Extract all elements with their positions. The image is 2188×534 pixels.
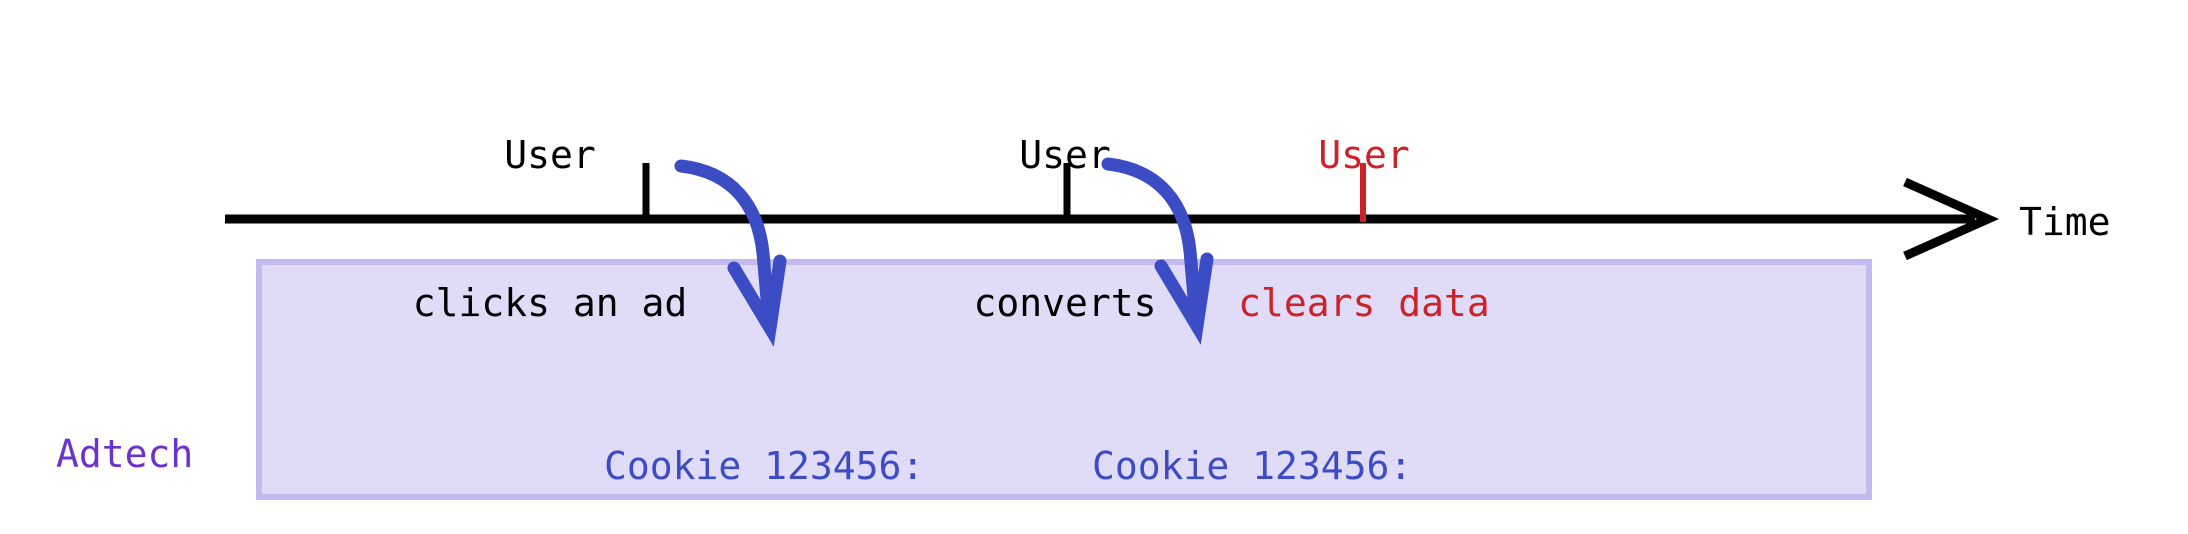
server-record-ad-clicked: Cookie 123456: Ad clicked <box>604 341 924 534</box>
arrow-convert-to-record <box>1101 157 1203 327</box>
event-label-line2: clicks an ad <box>412 280 688 325</box>
server-record-line1: Cookie 123456: <box>1092 444 1413 489</box>
event-label-user-clicks-an-ad: User clicks an ad <box>340 32 760 427</box>
timeline-arrowhead-icon <box>1903 177 2000 261</box>
event-label-user-converts: User converts <box>880 32 1250 427</box>
adtech-server-box <box>256 259 1872 500</box>
server-record-converted: Cookie 123456: Converted <box>1092 341 1412 534</box>
server-record-line1: Cookie 123456: <box>604 444 925 489</box>
adtech-server-label: Adtech server <box>56 329 193 534</box>
event-label-line1: User <box>504 132 596 177</box>
adtech-server-label-line1: Adtech <box>56 432 194 477</box>
arrow-click-to-record <box>674 159 776 329</box>
event-label-line1: User <box>1019 132 1111 177</box>
event-label-line2: clears data <box>1238 280 1490 325</box>
arrowhead-click-to-record-icon <box>727 254 787 347</box>
event-label-line1: User <box>1318 132 1410 177</box>
arrowhead-convert-to-record-icon <box>1154 252 1214 345</box>
event-label-user-clears-data: User clears data <box>1190 32 1538 427</box>
event-label-line2: converts <box>973 280 1157 325</box>
timeline-axis-label: Time <box>2019 200 2111 244</box>
